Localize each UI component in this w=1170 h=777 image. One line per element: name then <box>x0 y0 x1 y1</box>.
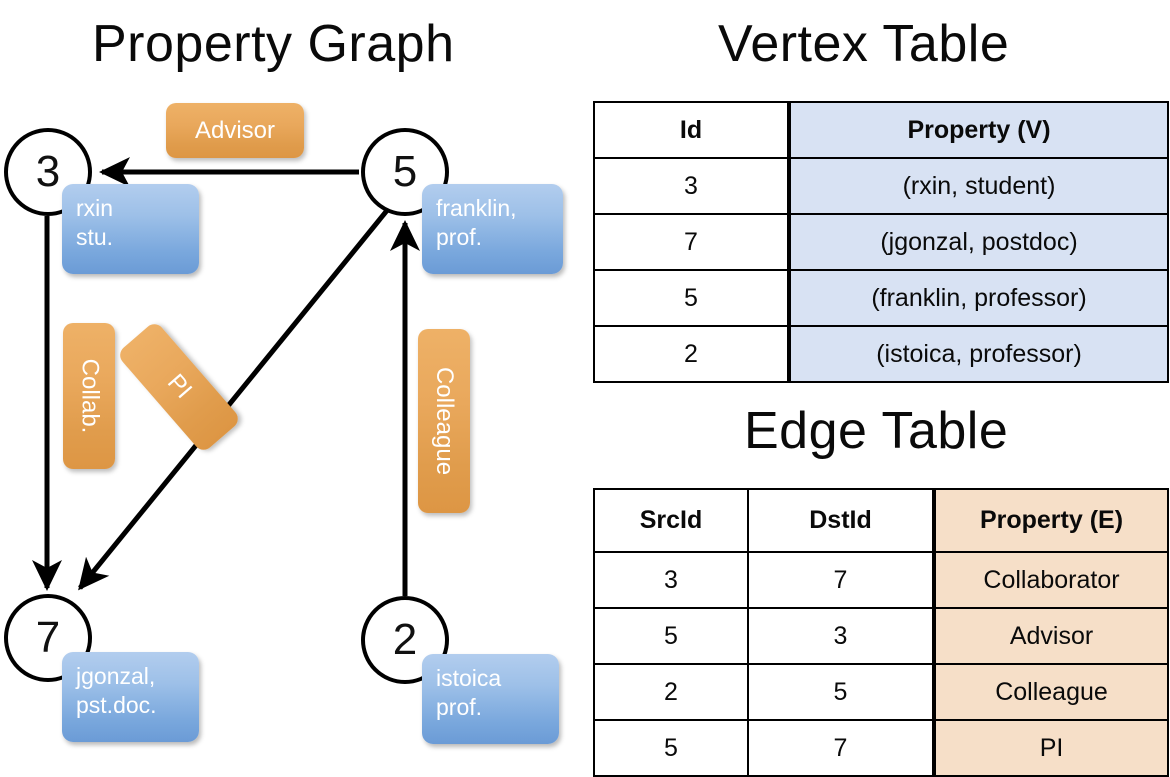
vertex-table-cell-id: 7 <box>593 213 790 271</box>
edge-table-cell-property: Collaborator <box>932 551 1169 609</box>
edge-table-cell-srcid: 5 <box>593 719 749 777</box>
edge-table-cell-srcid: 2 <box>593 663 749 721</box>
node-3-property-line2: stu. <box>76 224 114 251</box>
vertex-table: Id Property (V) 3 (rxin, student) 7 (jgo… <box>593 101 1169 383</box>
vertex-table-cell-property: (franklin, professor) <box>787 269 1169 327</box>
edge-label-pi-text: PI <box>161 369 198 405</box>
node-2-property-line2: prof. <box>436 694 483 721</box>
edge-table-cell-dstid: 7 <box>747 551 935 609</box>
graph-edge-arrows <box>32 157 420 596</box>
edge-table-row[interactable]: 5 3 Advisor <box>593 607 1169 665</box>
edge-table-cell-property: Colleague <box>932 663 1169 721</box>
node-2-property-box: istoica prof. <box>422 654 559 744</box>
edge-table-cell-property: Advisor <box>932 607 1169 665</box>
node-3-property-line1: rxin <box>76 195 114 221</box>
edge-arrow-5-to-7 <box>78 206 391 591</box>
edge-table-cell-property: PI <box>932 719 1169 777</box>
edge-table-header-row: SrcId DstId Property (E) <box>593 488 1169 553</box>
graph-node-3[interactable]: 3 <box>4 128 92 216</box>
graph-node-2-label: 2 <box>392 615 418 664</box>
graph-node-3-label: 3 <box>35 147 61 196</box>
edge-table-row[interactable]: 2 5 Colleague <box>593 663 1169 721</box>
edge-table-header-srcid: SrcId <box>593 488 749 553</box>
edge-label-advisor: Advisor <box>166 103 304 158</box>
vertex-table-cell-id: 3 <box>593 157 790 215</box>
vertex-table-header-property: Property (V) <box>787 101 1169 159</box>
vertex-table-cell-id: 2 <box>593 325 790 383</box>
vertex-table-row[interactable]: 7 (jgonzal, postdoc) <box>593 213 1169 271</box>
edge-table-row[interactable]: 5 7 PI <box>593 719 1169 777</box>
node-3-property-box: rxin stu. <box>62 184 199 274</box>
edge-table-cell-dstid: 5 <box>747 663 935 721</box>
node-5-property-line2: prof. <box>436 224 483 251</box>
graph-node-5-label: 5 <box>392 147 418 196</box>
edge-label-colleague-text: Colleague <box>431 366 458 476</box>
vertex-table-header-id: Id <box>593 101 790 159</box>
edge-table-cell-srcid: 3 <box>593 551 749 609</box>
graph-node-7-label: 7 <box>35 613 61 662</box>
edge-table-header-property: Property (E) <box>932 488 1169 553</box>
graph-node-5[interactable]: 5 <box>361 128 449 216</box>
page-title-vertex-table: Vertex Table <box>718 15 1010 73</box>
node-7-property-box: jgonzal, pst.doc. <box>62 652 199 742</box>
edge-table: SrcId DstId Property (E) 3 7 Collaborato… <box>593 488 1169 777</box>
page-title-edge-table: Edge Table <box>744 402 1009 460</box>
vertex-table-row[interactable]: 3 (rxin, student) <box>593 157 1169 215</box>
edge-label-collab: Collab. <box>63 323 115 469</box>
vertex-table-cell-property: (jgonzal, postdoc) <box>787 213 1169 271</box>
edge-table-cell-dstid: 3 <box>747 607 935 665</box>
edge-table-cell-dstid: 7 <box>747 719 935 777</box>
edge-table-header-dstid: DstId <box>747 488 935 553</box>
edge-label-colleague: Colleague <box>418 329 470 513</box>
edge-table-row[interactable]: 3 7 Collaborator <box>593 551 1169 609</box>
edge-table-cell-srcid: 5 <box>593 607 749 665</box>
vertex-table-cell-property: (istoica, professor) <box>787 325 1169 383</box>
vertex-table-cell-id: 5 <box>593 269 790 327</box>
edge-label-collab-text: Collab. <box>76 358 103 434</box>
node-5-property-box: franklin, prof. <box>422 184 563 274</box>
vertex-table-header-row: Id Property (V) <box>593 101 1169 159</box>
node-2-property-line1: istoica <box>436 665 502 691</box>
node-7-property-line2: pst.doc. <box>76 692 157 719</box>
vertex-table-row[interactable]: 2 (istoica, professor) <box>593 325 1169 383</box>
node-5-property-line1: franklin, <box>436 195 517 221</box>
property-graph-diagram: 3 5 7 2 rxin stu. franklin, prof. jgonza… <box>0 80 585 760</box>
node-7-property-line1: jgonzal, <box>76 663 156 689</box>
page-title-property-graph: Property Graph <box>92 15 455 73</box>
vertex-table-cell-property: (rxin, student) <box>787 157 1169 215</box>
vertex-table-row[interactable]: 5 (franklin, professor) <box>593 269 1169 327</box>
edge-label-advisor-text: Advisor <box>194 116 276 144</box>
